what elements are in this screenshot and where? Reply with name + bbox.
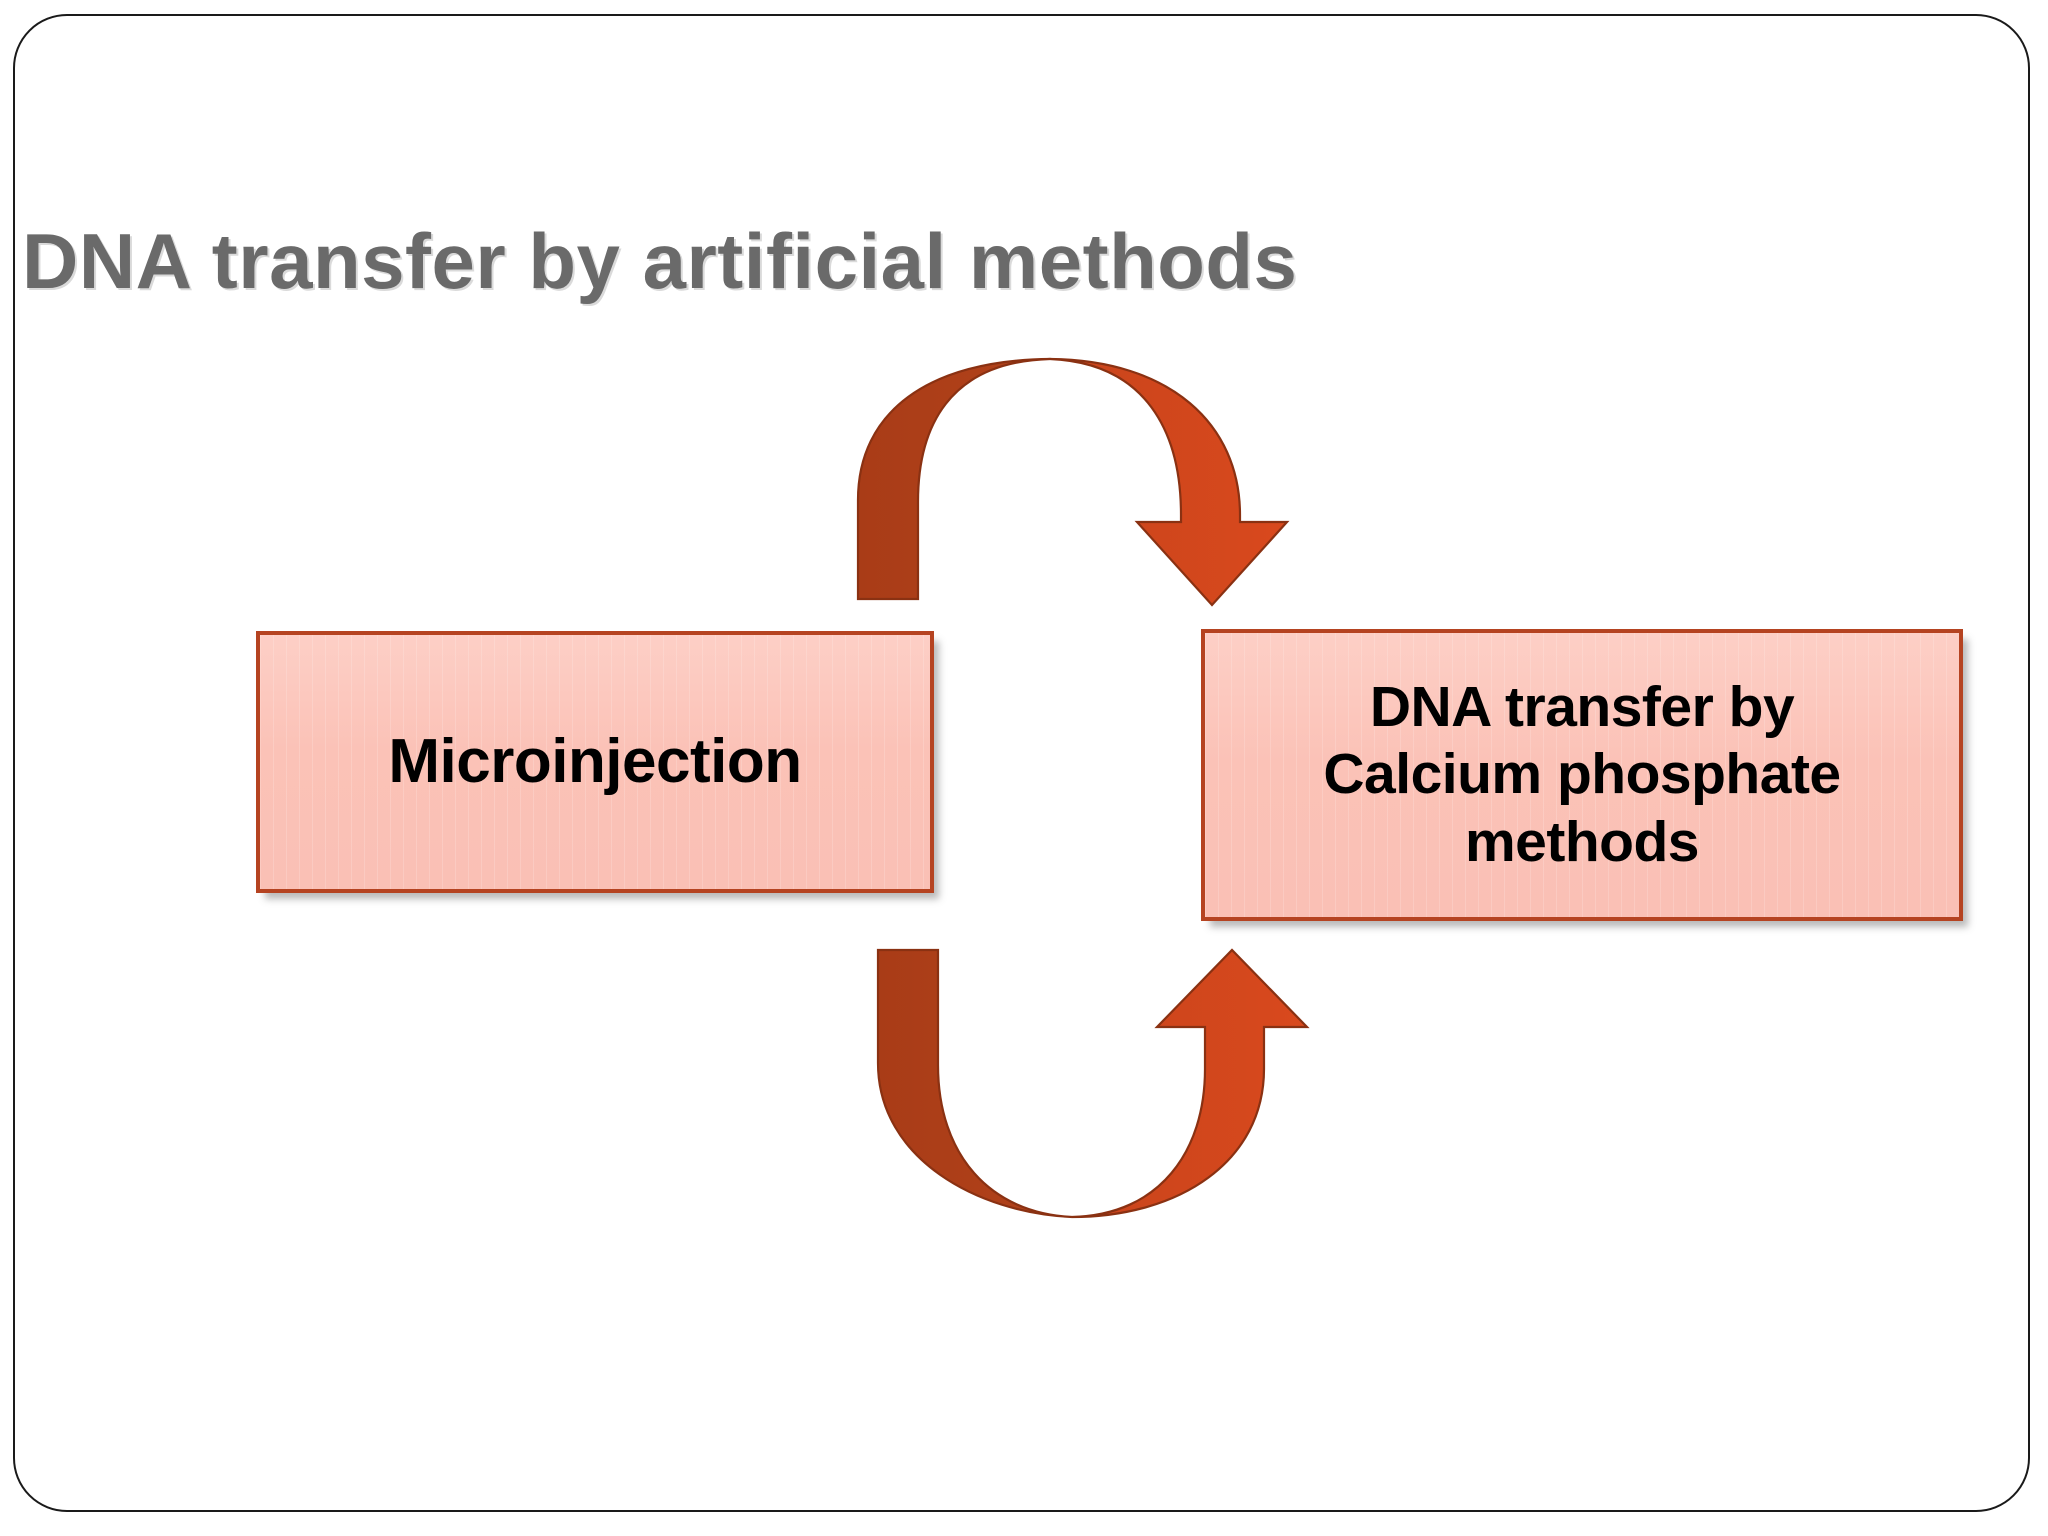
label-line-1: DNA transfer by: [1369, 675, 1795, 740]
label-line-3: methods: [1464, 809, 1700, 874]
process-box-microinjection[interactable]: Microinjection: [256, 631, 934, 893]
process-box-calcium-phosphate[interactable]: DNA transfer by Calcium phosphate method…: [1201, 629, 1963, 921]
label-line-2: Calcium phosphate: [1323, 742, 1841, 807]
page-title: DNA transfer by artificial methods: [22, 217, 1298, 305]
process-box-microinjection-label: Microinjection: [388, 727, 802, 797]
slide-border: [13, 14, 2030, 1512]
process-box-calcium-phosphate-label: DNA transfer by Calcium phosphate method…: [1309, 674, 1854, 876]
